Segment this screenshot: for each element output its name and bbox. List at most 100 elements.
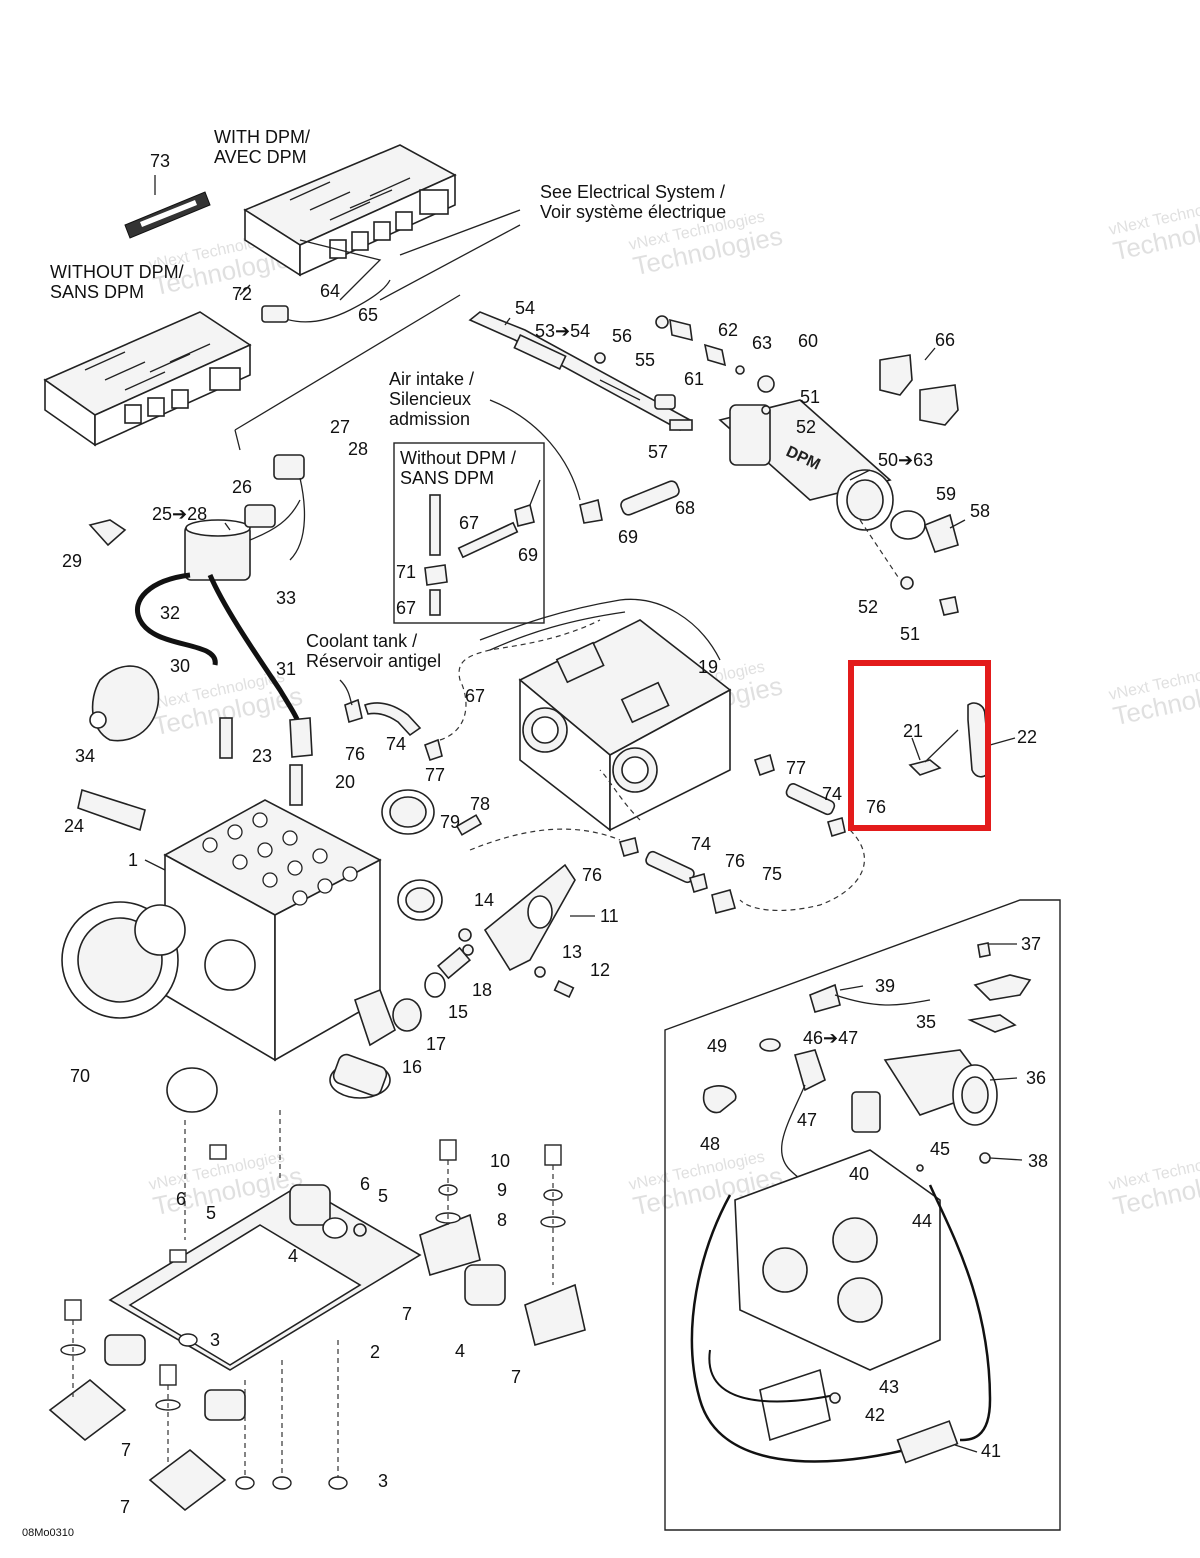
part-label: 40 bbox=[849, 1164, 869, 1184]
air-intake-note: Silencieux bbox=[389, 389, 471, 409]
part-label: 56 bbox=[612, 326, 632, 346]
figure-code: 08Mo0310 bbox=[22, 1527, 74, 1539]
part-label: 71 bbox=[396, 562, 416, 582]
part-label: 7 bbox=[402, 1304, 412, 1324]
part-label: 70 bbox=[70, 1066, 90, 1086]
part-label: 60 bbox=[798, 331, 818, 351]
part-label: 1 bbox=[128, 850, 138, 870]
part-label: 3 bbox=[210, 1330, 220, 1350]
part-label: 24 bbox=[64, 816, 84, 836]
part-label: 42 bbox=[865, 1405, 885, 1425]
part-label: 69 bbox=[518, 545, 538, 565]
part-label: 11 bbox=[600, 906, 619, 926]
part-label: 26 bbox=[232, 477, 252, 497]
dpm-fuel-rail-drawing: DPM bbox=[718, 375, 959, 616]
part-label: 43 bbox=[879, 1377, 899, 1397]
part-label: 74 bbox=[691, 834, 711, 854]
part-label: 61 bbox=[684, 369, 704, 389]
electrical-system-note: See Electrical System / bbox=[540, 182, 725, 202]
part-label: 30 bbox=[170, 656, 190, 676]
ecu-without-dpm-drawing bbox=[43, 311, 252, 447]
air-intake-note: admission bbox=[389, 409, 470, 429]
part-label: 74 bbox=[822, 784, 842, 804]
part-label: 14 bbox=[474, 890, 494, 910]
part-label: 49 bbox=[707, 1036, 727, 1056]
part-labels: 73 72 64 65 54 53➔54 56 55 62 63 60 61 5… bbox=[62, 151, 1048, 1517]
part-label: 23 bbox=[252, 746, 272, 766]
dess-inset-box bbox=[664, 899, 1061, 1531]
part-label: 57 bbox=[648, 442, 668, 462]
part-label: 28 bbox=[348, 439, 368, 459]
part-label: 4 bbox=[455, 1341, 465, 1361]
part-label: 31 bbox=[276, 659, 296, 679]
part-label: 15 bbox=[448, 1002, 468, 1022]
part-label: 16 bbox=[402, 1057, 422, 1077]
engine-mount-drawing bbox=[48, 1110, 586, 1512]
part-label: 39 bbox=[875, 976, 895, 996]
part-label: 29 bbox=[62, 551, 82, 571]
part-label: 55 bbox=[635, 350, 655, 370]
part-label: 4 bbox=[288, 1246, 298, 1266]
without-dpm-box-title: Without DPM / bbox=[400, 448, 516, 468]
part-label: 5 bbox=[378, 1186, 388, 1206]
part-label: 50➔63 bbox=[878, 450, 933, 470]
part-label: 74 bbox=[386, 734, 406, 754]
part-label: 25➔28 bbox=[152, 504, 207, 524]
with-dpm-label: WITH DPM/ bbox=[214, 127, 310, 147]
part-label: 52 bbox=[858, 597, 878, 617]
part-label: 52 bbox=[796, 417, 816, 437]
part-label: 2 bbox=[370, 1342, 380, 1362]
part-label: 77 bbox=[786, 758, 806, 778]
part-label: 54 bbox=[515, 298, 535, 318]
part-label: 19 bbox=[698, 657, 718, 677]
part-label: 72 bbox=[232, 284, 252, 304]
part-label: 79 bbox=[440, 812, 460, 832]
part-label: 68 bbox=[675, 498, 695, 518]
part-label: 76 bbox=[866, 797, 886, 817]
part-label: 18 bbox=[472, 980, 492, 1000]
without-dpm-box-title: SANS DPM bbox=[400, 468, 494, 488]
part-label: 77 bbox=[425, 765, 445, 785]
part-label: 10 bbox=[490, 1151, 510, 1171]
part-label: 3 bbox=[378, 1471, 388, 1491]
part-label: 51 bbox=[800, 387, 820, 407]
part-label: 46➔47 bbox=[803, 1028, 858, 1048]
coolant-tank-note: Coolant tank / bbox=[306, 631, 417, 651]
part-label: 38 bbox=[1028, 1151, 1048, 1171]
without-dpm-label: WITHOUT DPM/ bbox=[50, 262, 184, 282]
part-drawings: DPM bbox=[43, 144, 1061, 1531]
part-label: 35 bbox=[916, 1012, 936, 1032]
part-label: 27 bbox=[330, 417, 350, 437]
part-label: 6 bbox=[176, 1189, 186, 1209]
part-label: 9 bbox=[497, 1180, 507, 1200]
part-label: 5 bbox=[206, 1203, 216, 1223]
highlight-box bbox=[848, 660, 991, 831]
electrical-system-note: Voir système électrique bbox=[540, 202, 726, 222]
part-label: 48 bbox=[700, 1134, 720, 1154]
part-label: 66 bbox=[935, 330, 955, 350]
part-label: 37 bbox=[1021, 934, 1041, 954]
carburetor-assembly-drawing bbox=[479, 598, 732, 832]
part-label: 36 bbox=[1026, 1068, 1046, 1088]
part-label: 45 bbox=[930, 1139, 950, 1159]
part-label: 73 bbox=[150, 151, 170, 171]
part-label: 51 bbox=[900, 624, 920, 644]
part-label: 13 bbox=[562, 942, 582, 962]
annotations: WITH DPM/ AVEC DPM WITHOUT DPM/ SANS DPM… bbox=[22, 127, 726, 1539]
part-label: 75 bbox=[762, 864, 782, 884]
part-label: 22 bbox=[1017, 727, 1037, 747]
part-label: 8 bbox=[497, 1210, 507, 1230]
part-label: 58 bbox=[970, 501, 990, 521]
air-intake-note: Air intake / bbox=[389, 369, 474, 389]
part-label: 44 bbox=[912, 1211, 932, 1231]
part-label: 41 bbox=[981, 1441, 1001, 1461]
coolant-tank-note: Réservoir antigel bbox=[306, 651, 441, 671]
part-label: 76 bbox=[345, 744, 365, 764]
with-dpm-label: AVEC DPM bbox=[214, 147, 307, 167]
part-label: 33 bbox=[276, 588, 296, 608]
part-label: 69 bbox=[618, 527, 638, 547]
part-label: 64 bbox=[320, 281, 340, 301]
part-label: 34 bbox=[75, 746, 95, 766]
part-label: 17 bbox=[426, 1034, 446, 1054]
